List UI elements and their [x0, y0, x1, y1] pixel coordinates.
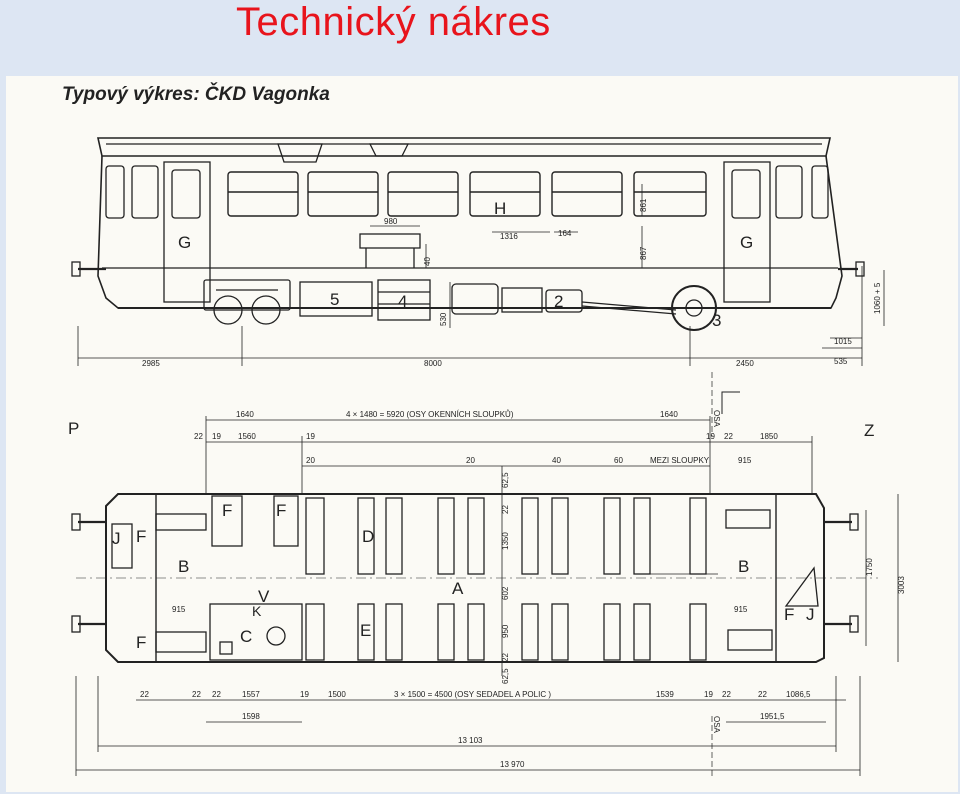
dim-1060: 1060 + 5 [873, 282, 882, 314]
dim-1015: 1015 [834, 337, 852, 346]
dim-22-d: 22 [501, 653, 510, 662]
railcar-blueprint: G G H 5 4 2 3 [68, 137, 906, 776]
dim-2450: 2450 [736, 359, 754, 368]
dim-861: 861 [639, 198, 648, 212]
dim-13970: 13 970 [500, 760, 525, 769]
side-label-4: 4 [398, 292, 407, 311]
dim-1750: 1750 [865, 558, 874, 576]
dim-40-side: 40 [423, 257, 432, 266]
plan-label-p: P [68, 419, 79, 438]
side-label-5: 5 [330, 290, 339, 309]
dim-625-bottom: 62,5 [501, 668, 510, 684]
side-label-h: H [494, 199, 506, 218]
side-view: G G H 5 4 2 3 [71, 137, 885, 368]
axis-label-bottom: OSA [712, 716, 721, 734]
plan-label-a: A [452, 579, 464, 598]
dim-20-b: 20 [466, 456, 475, 465]
dim-164: 164 [558, 229, 572, 238]
dim-2985: 2985 [142, 359, 160, 368]
plan-label-z: Z [864, 421, 874, 440]
dim-1850: 1850 [760, 432, 778, 441]
dim-bottom-22-e: 22 [758, 690, 767, 699]
axis-label-top: OSA [712, 410, 721, 428]
dim-40-plan: 40 [552, 456, 561, 465]
plan-label-f1: F [222, 501, 232, 520]
plan-label-f5: F [784, 605, 794, 624]
drawing-title: Typový výkres: ČKD Vagonka [62, 84, 330, 105]
plan-label-e: E [360, 621, 371, 640]
plan-label-c: C [240, 627, 252, 646]
dim-1316: 1316 [500, 232, 518, 241]
dim-13103: 13 103 [458, 736, 483, 745]
dim-19515: 1951,5 [760, 712, 785, 721]
dim-535: 535 [834, 357, 848, 366]
dim-915-top: 915 [738, 456, 752, 465]
dim-915-left: 915 [172, 605, 186, 614]
dim-bottom-22-a: 22 [140, 690, 149, 699]
dim-980: 980 [384, 217, 398, 226]
dim-1598: 1598 [242, 712, 260, 721]
dim-1500: 1500 [328, 690, 346, 699]
plan-label-j2: J [806, 605, 815, 624]
dim-bottom-22-b: 22 [192, 690, 201, 699]
dim-19-c: 19 [706, 432, 715, 441]
dim-867: 867 [639, 246, 648, 260]
plan-view: P Z A B B C D E F F F F F J J V K 1640 4… [68, 372, 906, 776]
dim-bottom-19-b: 19 [704, 690, 713, 699]
technical-drawing: Typový výkres: ČKD Vagonka [6, 76, 958, 792]
dim-950: 950 [501, 624, 510, 638]
plan-label-b-left: B [178, 557, 189, 576]
dim-19-a: 19 [212, 432, 221, 441]
side-label-3: 3 [712, 311, 721, 330]
plan-label-f2: F [276, 501, 286, 520]
dim-22-a: 22 [194, 432, 203, 441]
dim-530: 530 [439, 312, 448, 326]
dim-602: 602 [501, 586, 510, 600]
dim-20-a: 20 [306, 456, 315, 465]
slide-title: Technický nákres [236, 0, 551, 44]
dim-bottom-19-a: 19 [300, 690, 309, 699]
dim-1560: 1560 [238, 432, 256, 441]
dim-1539: 1539 [656, 690, 674, 699]
dim-1350: 1350 [501, 532, 510, 550]
plan-label-v: V [258, 587, 270, 606]
dim-3003: 3003 [897, 576, 906, 594]
dim-19-b: 19 [306, 432, 315, 441]
dim-8000: 8000 [424, 359, 442, 368]
plan-label-f4: F [136, 633, 146, 652]
dim-22-c: 22 [501, 505, 510, 514]
side-label-g-right: G [740, 233, 753, 252]
dim-1557: 1557 [242, 690, 260, 699]
plan-label-k: K [252, 603, 262, 619]
plan-label-d: D [362, 527, 374, 546]
dim-1640-right: 1640 [660, 410, 678, 419]
dim-915-right: 915 [734, 605, 748, 614]
dim-22-b: 22 [724, 432, 733, 441]
dim-625-top: 62,5 [501, 472, 510, 488]
dim-windows: 4 × 1480 = 5920 (OSY OKENNÍCH SLOUPKŮ) [346, 410, 514, 419]
plan-label-f3: F [136, 527, 146, 546]
dim-bottom-22-c: 22 [212, 690, 221, 699]
dim-10865: 1086,5 [786, 690, 811, 699]
dim-mezi-sloupky: MEZI SLOUPKY [650, 456, 710, 465]
side-label-g-left: G [178, 233, 191, 252]
dim-bottom-22-d: 22 [722, 690, 731, 699]
side-label-2: 2 [554, 292, 563, 311]
plan-label-b-right: B [738, 557, 749, 576]
plan-label-j1: J [112, 529, 121, 548]
dim-seats: 3 × 1500 = 4500 (OSY SEDADEL A POLIC ) [394, 690, 551, 699]
dim-1640-left: 1640 [236, 410, 254, 419]
dim-60: 60 [614, 456, 623, 465]
